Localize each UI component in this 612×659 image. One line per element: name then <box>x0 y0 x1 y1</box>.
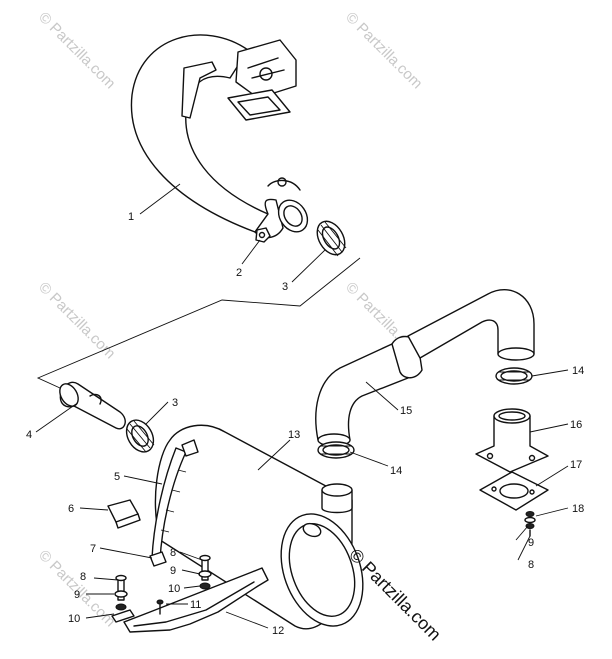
callout-9: 9 <box>170 565 176 577</box>
callout-2: 2 <box>236 267 242 279</box>
callout-4: 4 <box>26 429 32 441</box>
muffler <box>154 424 364 630</box>
pad <box>107 499 141 529</box>
leader-lines <box>35 183 569 629</box>
callout-8: 8 <box>170 547 176 559</box>
callout-14: 14 <box>390 465 402 477</box>
watermark-text: © Partzilla.com <box>342 9 425 92</box>
callout-7: 7 <box>90 543 96 555</box>
mounting-bracket <box>123 567 269 633</box>
callout-5: 5 <box>114 471 120 483</box>
coupler-tube <box>59 381 126 430</box>
watermark-text: © Partzilla.com <box>35 9 118 92</box>
callout-1: 1 <box>128 211 134 223</box>
callout-17: 17 <box>570 459 582 471</box>
callout-15: 15 <box>400 405 412 417</box>
callout-9: 9 <box>528 537 534 549</box>
clamp-upper <box>316 220 347 257</box>
callout-3: 3 <box>282 281 288 293</box>
assembly-reference-line <box>36 257 361 389</box>
callout-6: 6 <box>68 503 74 515</box>
clamp-right-lower <box>317 441 355 459</box>
clamp-right-upper <box>495 367 533 385</box>
nut <box>255 227 271 243</box>
callout-16: 16 <box>570 419 582 431</box>
clamp-lower <box>125 419 155 453</box>
callout-14: 14 <box>572 365 584 377</box>
callout-13: 13 <box>288 429 300 441</box>
callout-9: 9 <box>74 589 80 601</box>
callout-18: 18 <box>572 503 584 515</box>
hardware-stack-left <box>111 574 135 623</box>
callout-labels: 1 2 3 3 4 5 6 7 8 8 8 9 9 9 10 10 11 12 … <box>26 211 584 637</box>
hardware-stack-right <box>524 511 536 537</box>
callout-10: 10 <box>68 613 80 625</box>
callout-8: 8 <box>80 571 86 583</box>
tailpipe <box>315 289 535 447</box>
callout-3: 3 <box>172 397 178 409</box>
callout-12: 12 <box>272 625 284 637</box>
hardware-stack-middle <box>156 554 212 615</box>
watermark-text: © Partzilla.com <box>35 279 118 362</box>
callout-10: 10 <box>168 583 180 595</box>
gasket <box>479 471 549 511</box>
strap-end <box>149 551 167 567</box>
callout-11: 11 <box>190 599 201 611</box>
outlet-housing <box>475 408 549 473</box>
callout-8: 8 <box>528 559 534 571</box>
exhaust-pipe-upper <box>130 34 309 239</box>
